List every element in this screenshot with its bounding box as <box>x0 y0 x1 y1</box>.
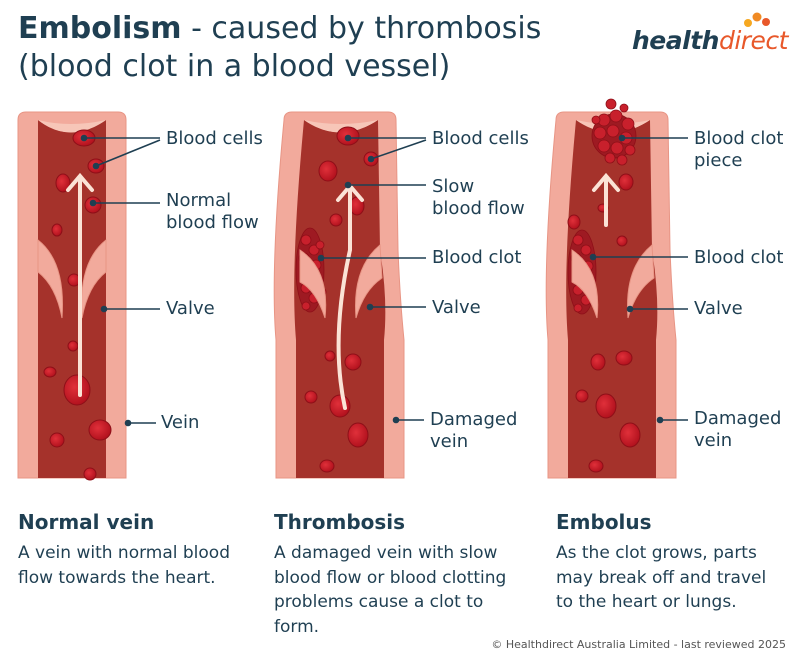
label-normal-blood-flow: Normal blood flow <box>166 190 259 233</box>
title-bold: Embolism <box>18 11 182 46</box>
label-blood-cells-2: Blood cells <box>432 128 529 149</box>
embolus-diagram <box>545 98 688 479</box>
label-slow-blood-flow: Slow blood flow <box>432 176 525 219</box>
logo-part1: health <box>632 26 719 55</box>
heading-thrombosis: Thrombosis <box>274 510 406 534</box>
label-valve-3: Valve <box>694 298 743 319</box>
vein-illustration <box>17 98 688 481</box>
description-embolus: As the clot grows, parts may break off a… <box>556 543 767 612</box>
label-blood-clot-3: Blood clot <box>694 247 784 268</box>
label-valve-2: Valve <box>432 297 481 318</box>
copyright-notice: © Healthdirect Australia Limited - last … <box>491 638 786 651</box>
blood-cells <box>43 129 112 481</box>
label-valve-1: Valve <box>166 298 215 319</box>
normal-vein-diagram <box>17 111 161 481</box>
title-line2: (blood clot in a blood vessel) <box>18 49 451 84</box>
description-thrombosis: A damaged vein with slow blood flow or b… <box>274 543 507 637</box>
label-vein-1: Vein <box>161 412 200 433</box>
label-blood-clot-2: Blood clot <box>432 247 522 268</box>
healthdirect-logo: healthdirect <box>632 26 788 55</box>
label-blood-cells-1: Blood cells <box>166 128 263 149</box>
label-damaged-vein-3: Damaged vein <box>694 408 782 451</box>
label-blood-clot-piece: Blood clot piece <box>694 128 784 171</box>
label-damaged-vein-2: Damaged vein <box>430 409 518 452</box>
heading-normal-vein: Normal vein <box>18 510 155 534</box>
page-title: Embolism - caused by thrombosis (blood c… <box>18 10 578 86</box>
logo-part2: direct <box>718 26 789 55</box>
title-rest: - caused by thrombosis <box>181 11 542 46</box>
valve-left <box>37 238 63 319</box>
description-normal-vein: A vein with normal blood flow towards th… <box>18 543 231 588</box>
logo-dots-icon <box>744 12 770 27</box>
thrombosis-diagram <box>273 111 427 479</box>
heading-embolus: Embolus <box>556 510 652 534</box>
